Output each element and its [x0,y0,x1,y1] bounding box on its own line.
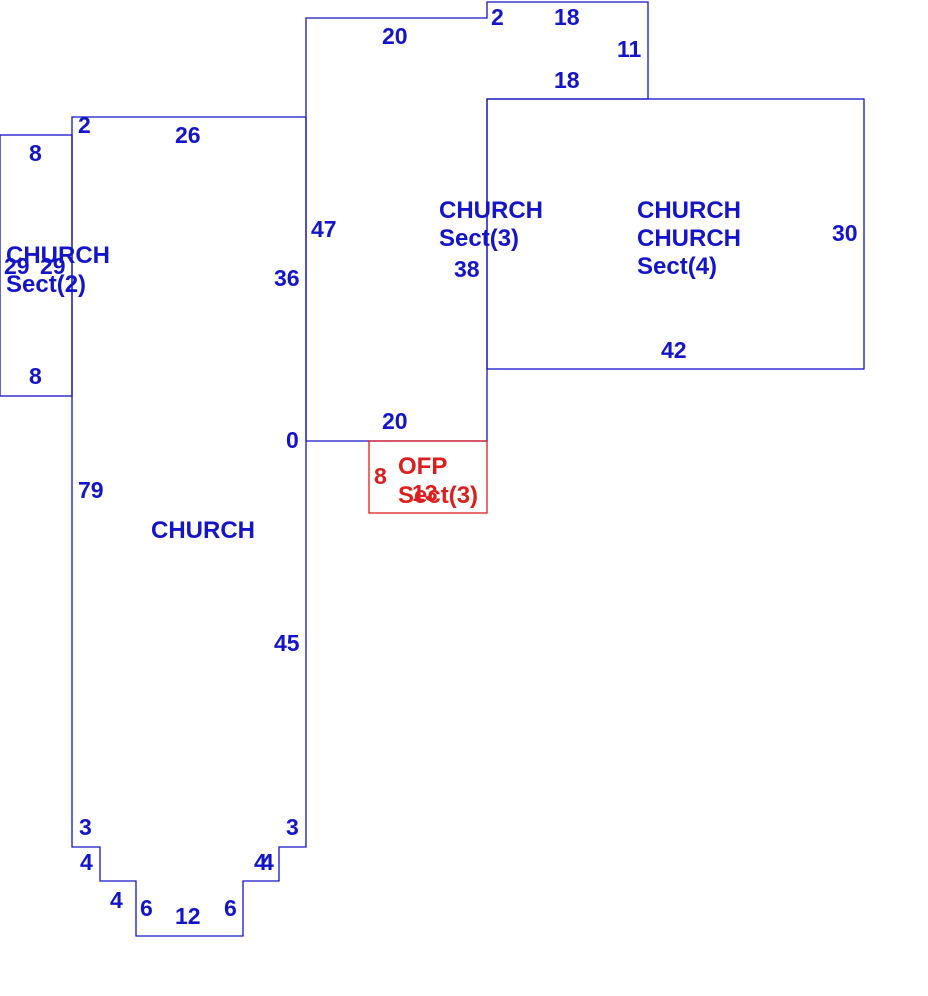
dim-main-right-upper: 36 [274,265,300,291]
dim-top-18b: 18 [554,67,580,93]
dim-main-top: 26 [175,122,201,148]
main-church-outline [71,116,307,937]
dim-ofp-bottom: 13 [412,480,438,506]
sect4-line2-label: CHURCH [637,225,741,252]
ofp-sub-label: Sect(3) [398,482,478,509]
ofp-name-label: OFP [398,453,447,480]
dim-bottom-left: 6 [140,895,153,921]
dim-sect3-bottom: 20 [382,408,408,434]
dim-sect3-left: 47 [311,216,337,242]
sect4-line1-label: CHURCH [637,197,741,224]
dim-corner-left: 3 [79,814,92,840]
sect2-outline [0,134,73,397]
dim-sect3-right: 38 [454,256,480,282]
dim-step-left-b: 4 [110,887,123,913]
dim-sect3-top: 20 [382,23,408,49]
dim-step-right-a: 4 [254,849,267,875]
dim-ofp-left: 8 [374,463,387,489]
sect3-name-label: CHURCH [439,197,543,224]
main-church-label: CHURCH [151,517,255,544]
dim-sect2-bottom: 8 [29,363,42,389]
dim-top-11: 11 [617,36,642,62]
ofp-outline [368,440,488,514]
dim-bottom: 12 [175,903,201,929]
dim-step-left-a: 4 [80,849,93,875]
dim-step-right-b: 4 [261,849,274,875]
dim-sect4-right: 30 [832,220,858,246]
dim-sect2-right: 29 [40,253,66,279]
dim-bottom-right: 6 [224,895,237,921]
dim-sect4-bottom: 42 [661,337,687,363]
dim-main-top-small: 2 [78,112,91,138]
dim-top-small: 2 [491,4,504,30]
sect2-name-label: CHURCH [6,242,110,269]
dim-sect2-top: 8 [29,140,42,166]
dim-main-right-lower: 45 [274,630,300,656]
dim-top-18a: 18 [554,4,580,30]
sect4-outline [486,98,865,370]
dim-corner-right: 3 [286,814,299,840]
dim-main-left: 79 [78,477,104,503]
sect4-sub-label: Sect(4) [637,253,717,280]
dim-main-zero: 0 [286,427,299,453]
sect2-sub-label: Sect(2) [6,271,86,298]
dim-sect2-left: 29 [4,253,30,279]
sect3-sub-label: Sect(3) [439,225,519,252]
